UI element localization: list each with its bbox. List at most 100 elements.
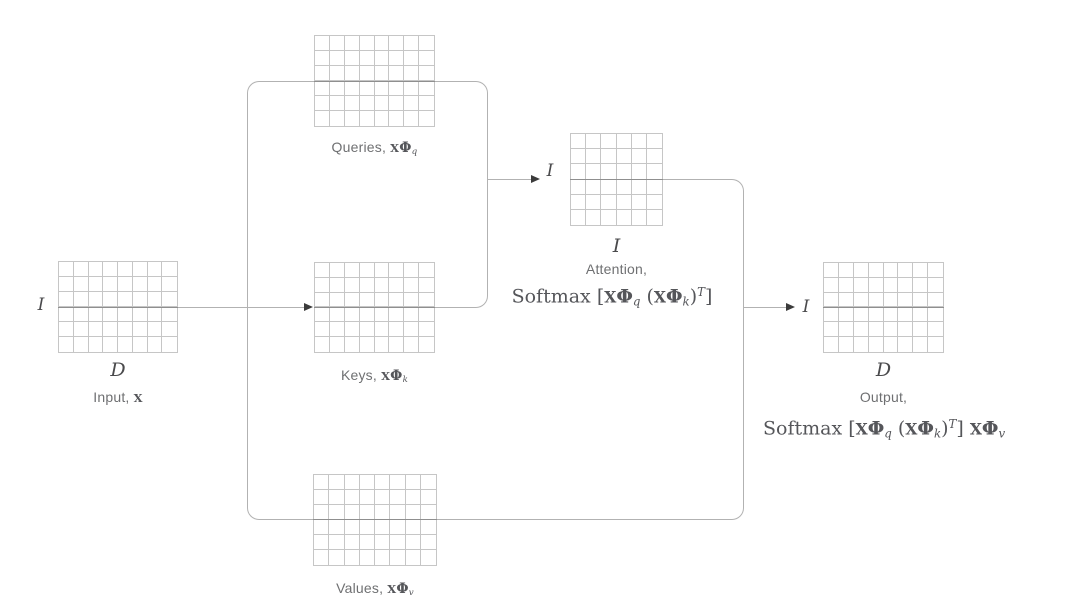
- matrix-cell: [329, 292, 345, 308]
- matrix-cell: [374, 51, 390, 66]
- matrix-cell: [59, 337, 74, 352]
- matrix-cell: [118, 292, 133, 307]
- matrix-cell: [344, 475, 360, 490]
- through-line-keys: [314, 307, 435, 308]
- math-token: Output,: [859, 389, 908, 405]
- math-token: Φ: [981, 417, 999, 440]
- matrix-cell: [59, 292, 74, 307]
- matrix-cell: [359, 66, 375, 81]
- matrix-cell: [405, 475, 421, 490]
- matrix-cell: [147, 262, 163, 277]
- matrix-cell: [838, 277, 854, 293]
- matrix-cell: [405, 535, 421, 550]
- matrix-cell: [586, 194, 602, 210]
- matrix-cell: [359, 277, 375, 293]
- matrix-cell: [646, 134, 662, 150]
- matrix-cell: [374, 277, 390, 293]
- arrowhead-into-attention-icon: [531, 175, 540, 183]
- math-token: x: [387, 582, 397, 596]
- matrix-cell: [404, 51, 420, 66]
- output-row-count-label: I: [802, 297, 810, 317]
- matrix-cell: [868, 277, 884, 293]
- matrix-cell: [344, 51, 360, 66]
- matrix-cell: [586, 134, 602, 150]
- matrix-cell: [928, 307, 943, 323]
- matrix-cell: [345, 550, 360, 565]
- matrix-cell: [314, 550, 330, 565]
- matrix-cell: [404, 36, 420, 51]
- matrix-cell: [868, 263, 884, 278]
- matrix-cell: [853, 277, 869, 293]
- matrix-cell: [147, 322, 163, 337]
- matrix-cell: [132, 277, 148, 292]
- matrix-cell: [147, 307, 163, 322]
- matrix-cell: [913, 292, 929, 308]
- matrix-cell: [375, 111, 390, 126]
- math-token: Softmax [: [511, 285, 605, 308]
- matrix-cell: [389, 51, 405, 66]
- math-token: T: [697, 285, 705, 299]
- matrix-cell: [404, 111, 420, 126]
- matrix-cell: [344, 535, 360, 550]
- matrix-cell: [103, 262, 118, 277]
- matrix-cell: [103, 307, 118, 322]
- matrix-cell: [420, 475, 436, 490]
- matrix-cell: [360, 550, 375, 565]
- math-token: x: [969, 419, 982, 439]
- matrix-cell: [389, 263, 405, 278]
- attention-caption: Attention,: [536, 260, 697, 278]
- matrix-cell: [344, 490, 360, 505]
- matrix-cell: [374, 292, 390, 308]
- matrix-cell: [419, 51, 434, 66]
- matrix-cell: [601, 194, 617, 210]
- input-caption: Input, x: [38, 388, 198, 407]
- matrix-cell: [162, 322, 177, 337]
- matrix-cell: [73, 322, 89, 337]
- matrix-cell: [646, 164, 662, 180]
- math-token: q: [632, 294, 641, 309]
- matrix-cell: [329, 81, 345, 96]
- math-token: x: [381, 369, 391, 383]
- matrix-cell: [118, 307, 133, 322]
- matrix-cell: [389, 36, 405, 51]
- matrix-cell: [329, 66, 345, 81]
- matrix-cell: [883, 292, 899, 308]
- matrix-cell: [868, 322, 884, 338]
- matrix-cell: [617, 209, 632, 225]
- math-token: x: [604, 287, 617, 307]
- matrix-cell: [389, 81, 405, 96]
- matrix-cell: [374, 322, 390, 338]
- matrix-cell: [928, 322, 943, 338]
- matrix-cell: [390, 520, 406, 535]
- matrix-cell: [132, 292, 148, 307]
- math-token: ): [689, 285, 698, 308]
- matrix-cell: [345, 111, 360, 126]
- keys-caption: Keys, xΦk: [294, 366, 455, 389]
- attention-formula: Softmax [xΦq (xΦk)T]: [507, 280, 717, 313]
- matrix-cell: [631, 164, 647, 180]
- matrix-cell: [74, 337, 89, 352]
- output-formula: Softmax [xΦq (xΦk)T] xΦv: [763, 412, 1005, 445]
- math-token: Input,: [93, 389, 134, 405]
- matrix-cell: [883, 322, 899, 338]
- matrix-cell: [404, 337, 420, 352]
- matrix-cell: [103, 337, 118, 352]
- matrix-cell: [913, 307, 929, 323]
- matrix-cell: [118, 337, 133, 352]
- matrix-cell: [586, 149, 602, 165]
- input-row-count-label: I: [37, 295, 45, 315]
- math-token: Attention,: [585, 261, 648, 277]
- matrix-cell: [631, 179, 647, 195]
- matrix-cell: [375, 550, 391, 565]
- matrix-cell: [88, 262, 104, 277]
- matrix-cell: [359, 520, 375, 535]
- matrix-cell: [389, 66, 405, 81]
- matrix-cell: [118, 262, 133, 277]
- matrix-cell: [359, 36, 375, 51]
- matrix-cell: [898, 277, 914, 293]
- matrix-cell: [329, 520, 345, 535]
- matrix-cell: [315, 51, 330, 66]
- output-col-count-label: D: [875, 359, 892, 381]
- matrix-cell: [374, 36, 390, 51]
- matrix-cell: [405, 490, 421, 505]
